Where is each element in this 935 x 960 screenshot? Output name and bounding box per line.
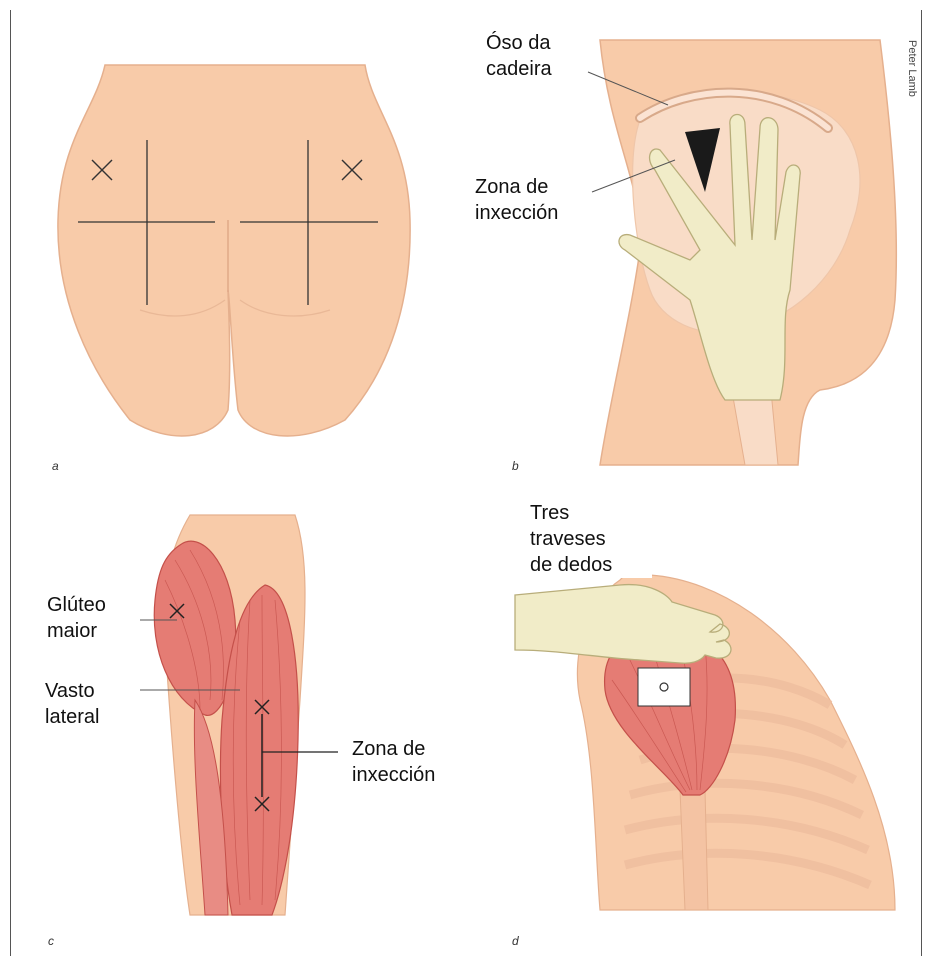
label-vastus: Vasto lateral bbox=[45, 678, 99, 730]
label-injection-zone-c: Zona de inxección bbox=[352, 736, 435, 788]
label-injection-zone-b: Zona de inxección bbox=[475, 174, 558, 226]
panel-a-buttocks bbox=[58, 65, 410, 436]
label-hip-bone: Óso da cadeira bbox=[486, 30, 552, 82]
panel-b-hip bbox=[588, 40, 896, 465]
panel-c-thigh bbox=[140, 515, 338, 915]
panel-letter-c: c bbox=[48, 934, 54, 948]
illustrator-credit: Peter Lamb bbox=[906, 40, 918, 97]
label-gluteus: Glúteo maior bbox=[47, 592, 106, 644]
panel-letter-d: d bbox=[512, 934, 519, 948]
label-three-fingers: Tres traveses de dedos bbox=[530, 500, 612, 578]
panel-letter-a: a bbox=[52, 459, 59, 473]
panel-letter-b: b bbox=[512, 459, 519, 473]
injection-site-square bbox=[638, 668, 690, 706]
